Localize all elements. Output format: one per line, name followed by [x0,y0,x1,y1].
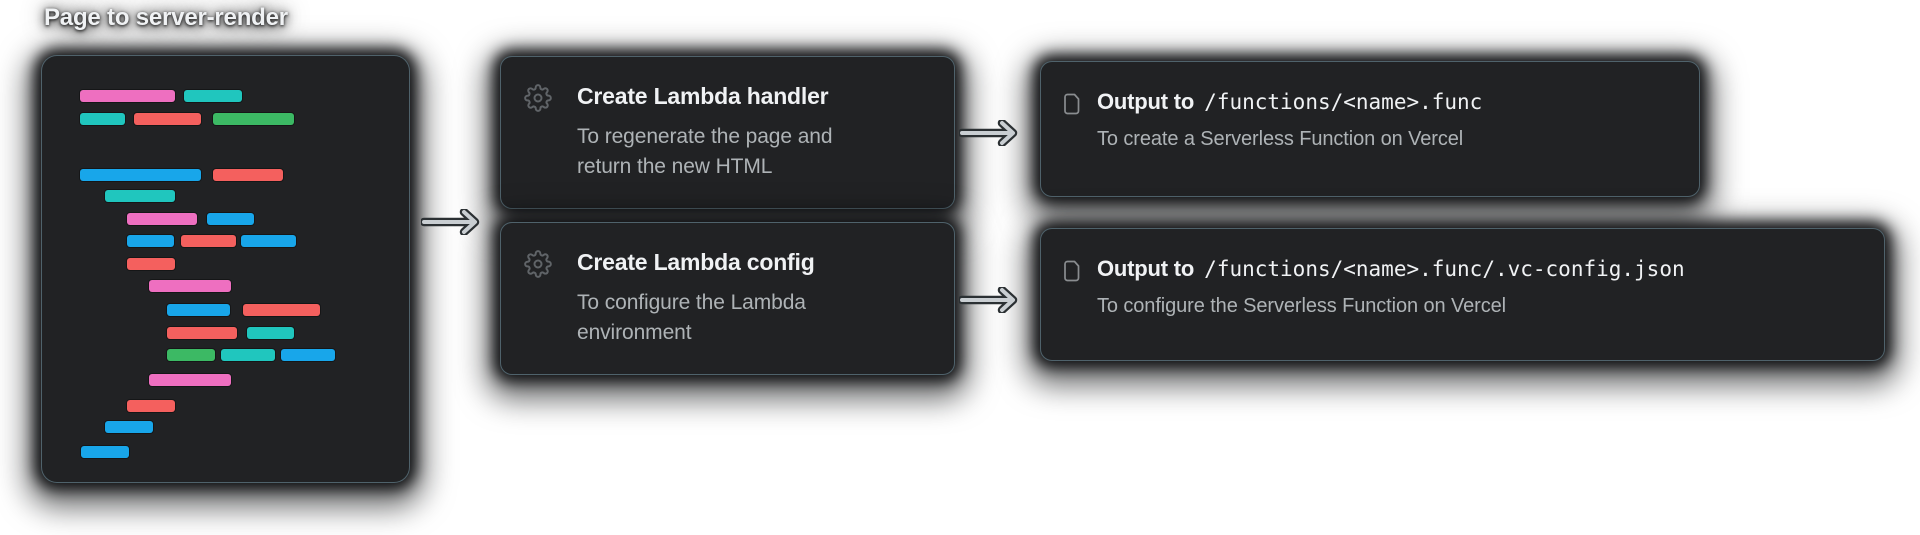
code-bar [281,349,335,361]
output-card-body: Output to /functions/<name>.func To crea… [1097,89,1482,151]
code-bar [149,280,231,292]
code-bar [221,349,275,361]
code-bar [167,327,237,339]
step-title: Create Lambda handler [577,83,829,109]
step-card-body: Create Lambda config To configure the La… [577,249,815,348]
code-bar [167,304,230,316]
code-bar [247,327,294,339]
output-description: To configure the Serverless Function on … [1097,295,1506,317]
code-bar [81,446,129,458]
code-bar [207,213,254,225]
output-card-body: Output to /functions/<name>.func/.vc-con… [1097,256,1685,318]
code-bar [241,235,296,247]
code-card [41,55,410,483]
arrow-right-icon [959,287,1018,313]
output-card-func: Output to /functions/<name>.func To crea… [1040,61,1700,197]
step-card-create-lambda-config: Create Lambda config To configure the La… [500,222,955,375]
code-bar [127,400,175,412]
output-title: Output to /functions/<name>.func/.vc-con… [1097,256,1685,282]
code-bar [184,90,242,102]
file-icon [1064,93,1080,115]
code-bar [80,90,175,102]
code-bar [105,190,175,202]
gear-icon [524,250,552,278]
output-prefix: Output to [1097,256,1195,281]
code-bar [181,235,236,247]
step-title: Create Lambda config [577,249,815,275]
code-bar [213,169,283,181]
step-description: To regenerate the page and return the ne… [577,125,833,178]
gear-icon [524,84,552,112]
code-bar [134,113,201,125]
output-card-vc-config: Output to /functions/<name>.func/.vc-con… [1040,228,1885,361]
output-path: /functions/<name>.func [1204,90,1483,114]
step-description: To configure the Lambda environment [577,291,806,344]
code-bar [80,169,201,181]
page-title: Page to server-render [44,4,288,31]
output-prefix: Output to [1097,89,1195,114]
code-bar [127,235,174,247]
code-bar [149,374,231,386]
code-bar [243,304,320,316]
code-bar [127,213,197,225]
code-bar [80,113,125,125]
step-card-create-lambda-handler: Create Lambda handler To regenerate the … [500,56,955,209]
code-bar [127,258,175,270]
output-description: To create a Serverless Function on Verce… [1097,128,1464,150]
code-bar [105,421,153,433]
arrow-right-icon [421,209,480,235]
arrow-right-icon [959,120,1018,146]
step-card-body: Create Lambda handler To regenerate the … [577,83,833,182]
code-bar [167,349,215,361]
output-path: /functions/<name>.func/.vc-config.json [1204,257,1685,281]
output-title: Output to /functions/<name>.func [1097,89,1482,115]
file-icon [1064,260,1080,282]
code-bar [213,113,294,125]
